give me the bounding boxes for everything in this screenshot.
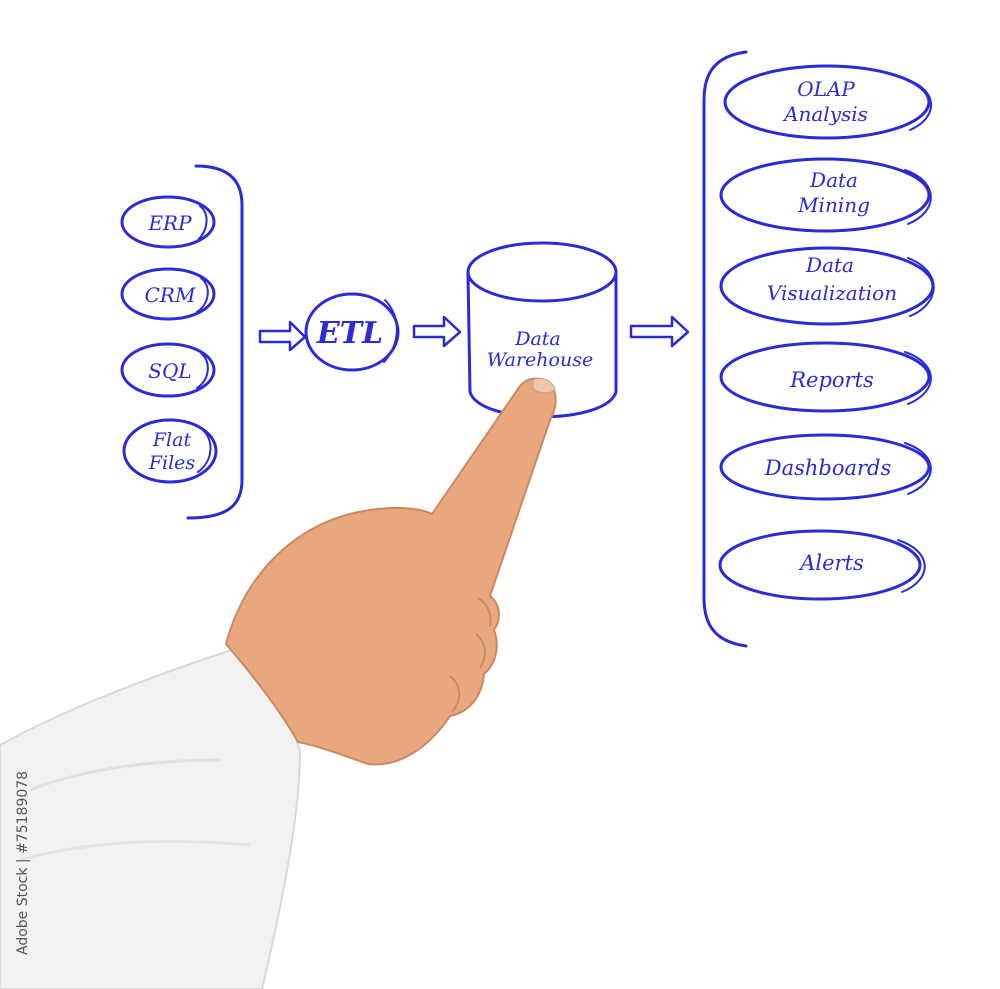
warehouse-label-line2: Warehouse [487,349,593,371]
output-data-visualization-line1: Data [805,253,854,277]
output-data-mining: Data Mining [719,157,932,233]
output-data-mining-line1: Data [809,168,858,192]
output-reports: Reports [719,341,932,413]
hollow-right-arrow-icon [412,315,462,348]
source-crm-label: CRM [145,283,196,307]
source-flat-files-label-line1: Flat [152,429,192,451]
outputs-bracket [702,50,748,648]
source-flat-files: Flat Files [122,418,218,484]
sources-bracket [186,164,244,520]
hollow-right-arrow-icon [629,315,690,348]
output-alerts-label: Alerts [798,551,864,575]
etl-node: ETL [304,292,400,372]
output-reports-label: Reports [789,368,874,392]
output-data-mining-line2: Mining [797,193,870,217]
source-flat-files-label-line2: Files [148,452,196,474]
output-data-visualization: Data Visualization [719,246,935,326]
etl-label: ETL [316,316,383,351]
stock-id-watermark: Adobe Stock | #75189078 [15,771,31,955]
source-erp: ERP [120,195,216,249]
source-sql: SQL [120,342,216,398]
output-olap-analysis: OLAP Analysis [723,64,933,140]
source-erp-label: ERP [147,211,192,235]
output-data-visualization-line2: Visualization [767,281,897,305]
source-crm: CRM [120,267,216,321]
output-dashboards-label: Dashboards [764,456,892,480]
output-olap-analysis-line1: OLAP [797,77,855,101]
output-alerts: Alerts [718,529,926,601]
warehouse-label-line1: Data [514,328,561,350]
source-sql-label: SQL [148,359,191,383]
cylinder-icon: Data Warehouse [466,241,618,419]
hollow-right-arrow-icon [258,320,307,352]
pointing-hand-icon [0,377,557,989]
output-dashboards: Dashboards [719,433,932,501]
output-olap-analysis-line2: Analysis [782,102,868,126]
